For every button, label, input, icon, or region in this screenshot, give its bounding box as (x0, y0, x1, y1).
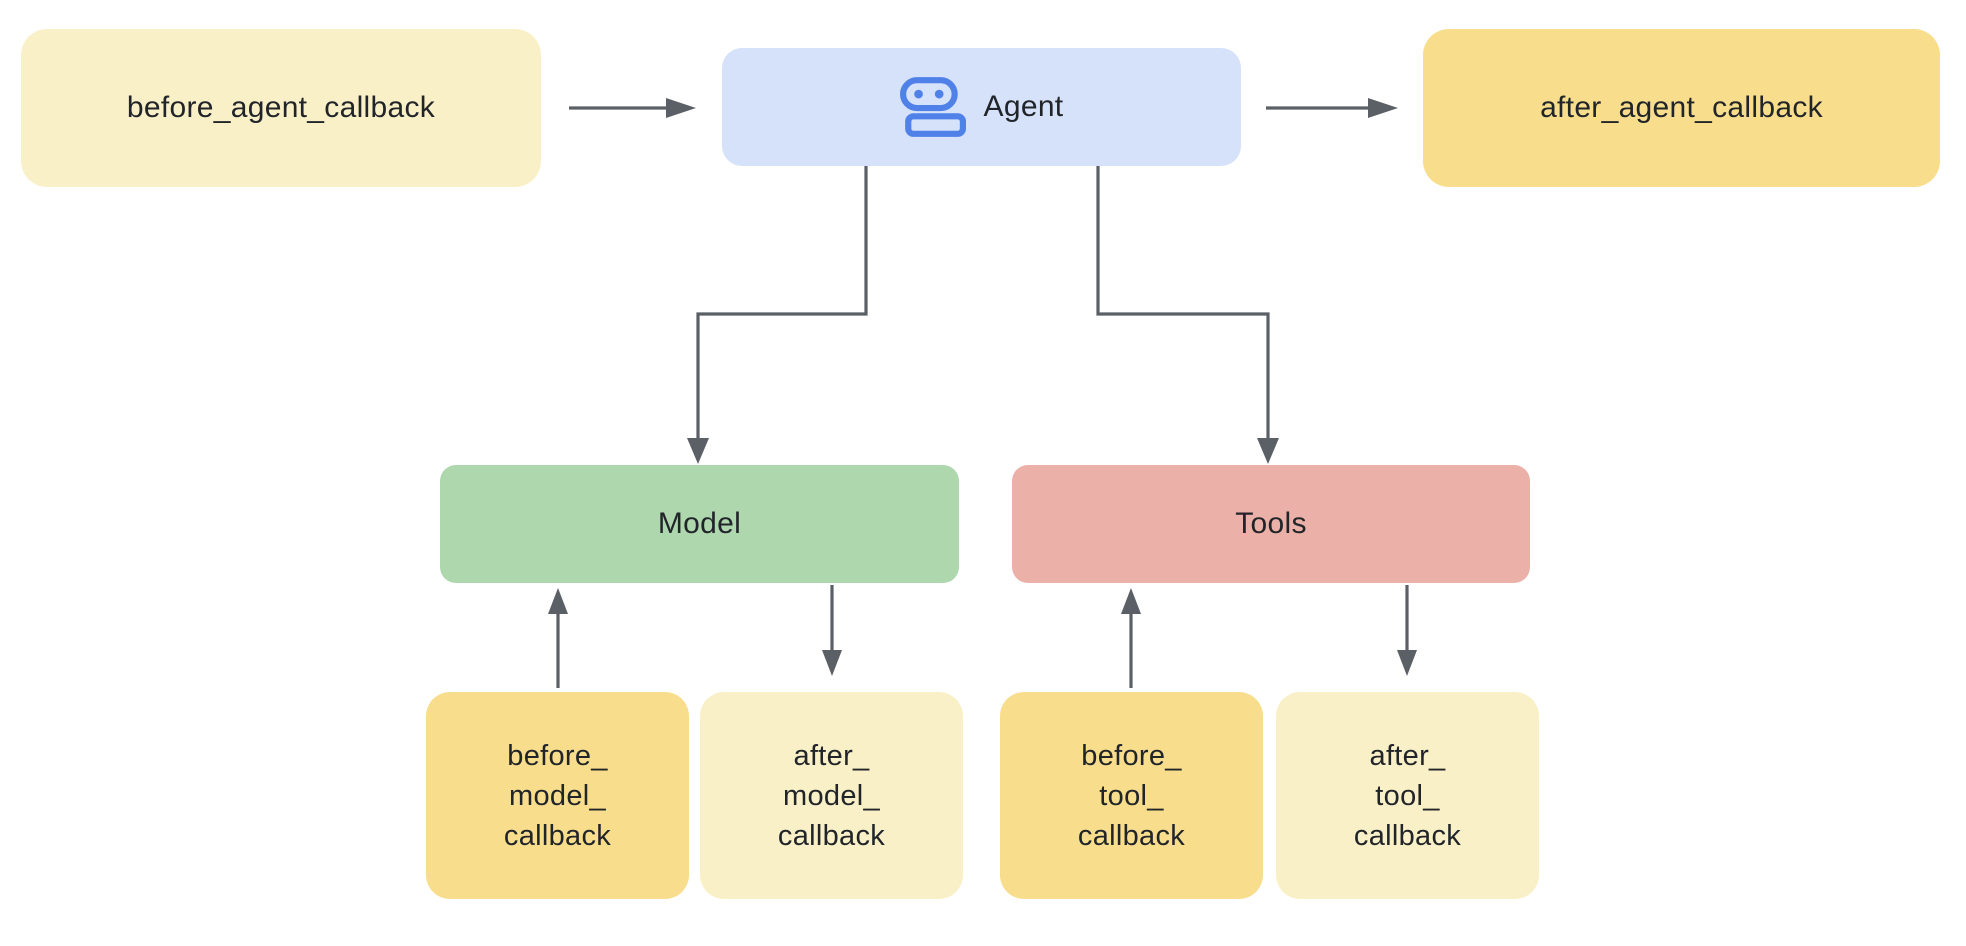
node-label: Model (657, 507, 742, 540)
edge-agent-to-model (687, 166, 868, 464)
node-tools: Tools (1012, 465, 1530, 583)
node-label-line: after_ (793, 739, 870, 772)
node-before-model-callback: before_ model_ callback (426, 692, 689, 899)
node-label-line: model_ (783, 779, 880, 812)
node-label-line: callback (1353, 819, 1462, 852)
node-before-agent-callback: before_agent_callback (21, 29, 541, 187)
edge-before-agent-to-agent (569, 98, 696, 118)
node-label: Agent (983, 90, 1064, 123)
node-agent: Agent (722, 48, 1241, 166)
node-after-agent-callback: after_agent_callback (1423, 29, 1940, 187)
node-label-line: callback (1077, 819, 1186, 852)
node-label: after_agent_callback (1540, 91, 1823, 124)
edge-before-model-to-model (548, 588, 568, 688)
node-label-line: before_ (507, 739, 608, 772)
node-label-line: after_ (1369, 739, 1446, 772)
node-label: before_agent_callback (126, 91, 436, 124)
node-label: Tools (1235, 507, 1307, 540)
node-label-line: callback (777, 819, 886, 852)
node-after-tool-callback: after_ tool_ callback (1276, 692, 1539, 899)
edge-agent-to-tools (1096, 166, 1279, 464)
edge-agent-to-after-agent (1266, 98, 1398, 118)
edge-tools-to-after-tool (1397, 585, 1417, 676)
node-label-line: before_ (1081, 739, 1182, 772)
agent-inner: Agent (899, 77, 1064, 137)
node-model: Model (440, 465, 959, 583)
node-label-line: tool_ (1099, 779, 1164, 812)
robot-icon (899, 77, 966, 137)
edge-model-to-after-model (822, 585, 842, 676)
node-label-line: model_ (509, 779, 606, 812)
node-before-tool-callback: before_ tool_ callback (1000, 692, 1263, 899)
node-label-line: tool_ (1375, 779, 1440, 812)
node-after-model-callback: after_ model_ callback (700, 692, 963, 899)
edge-before-tool-to-tools (1121, 588, 1141, 688)
node-label-line: callback (503, 819, 612, 852)
